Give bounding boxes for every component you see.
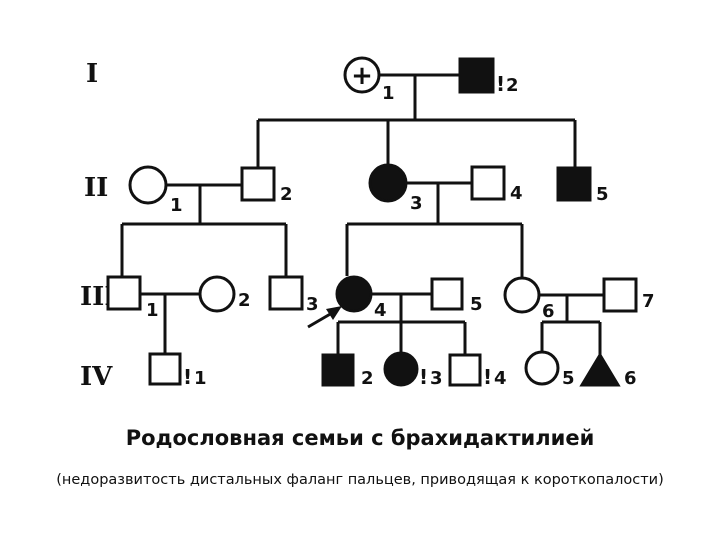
individual-number: 3 [410,193,423,214]
mark-plus: + [351,61,373,91]
individual-IV-6: 6 [579,352,637,389]
individual-II-1: 1 [128,165,183,216]
pedigree-chart: I II III IV + 1 ! 2 1 2 3 4 5 1 2 [80,56,655,392]
proband-arrow [307,306,342,329]
individual-number: 2 [280,184,293,205]
individual-number: 1 [382,83,395,104]
mark-exclamation: ! [496,72,505,96]
mark-exclamation: ! [183,365,192,389]
individual-number: 5 [562,368,575,389]
individual-II-4: 4 [470,165,523,204]
individual-III-7: 7 [602,277,655,313]
individual-II-5: 5 [556,166,609,205]
individual-number: 1 [146,300,159,321]
individual-number: 3 [306,294,319,315]
pedigree-lines [120,73,604,355]
individual-number: 2 [361,368,374,389]
mark-exclamation: ! [483,365,492,389]
individual-IV-3: ! 3 [383,351,443,389]
individual-number: 4 [494,368,507,389]
individual-I-1: + 1 [343,56,395,104]
individual-IV-5: 5 [524,350,575,389]
individual-number: 5 [596,184,609,205]
individual-number: 5 [470,294,483,315]
individual-number: 7 [642,291,655,312]
individual-III-4: 4 [335,275,387,321]
generation-label-1: I [86,59,98,89]
individual-number: 2 [238,290,251,311]
individual-number: 6 [624,368,637,389]
individual-number: 1 [170,195,183,216]
individual-I-2: ! 2 [458,57,519,96]
individual-number: 6 [542,301,555,322]
individual-III-2: 2 [198,275,251,313]
individual-number: 3 [430,368,443,389]
individual-number: 1 [194,368,207,389]
generation-label-4: IV [80,362,113,392]
individual-IV-4: ! 4 [448,353,507,389]
individual-number: 2 [506,75,519,96]
individual-III-6: 6 [503,276,555,322]
individual-IV-1: ! 1 [148,352,207,389]
generation-label-2: II [84,173,108,203]
individual-III-3: 3 [268,275,319,315]
individual-II-3: 3 [368,163,423,214]
individual-II-2: 2 [240,166,293,205]
individual-III-5: 5 [430,277,483,315]
individual-number: 4 [374,300,387,321]
caption-subtitle: (недоразвитость дистальных фаланг пальце… [56,472,664,488]
individual-IV-2: 2 [321,353,374,389]
individual-III-1: 1 [106,275,159,321]
individual-number: 4 [510,183,523,204]
mark-exclamation: ! [419,365,428,389]
caption-title: Родословная семьи с брахидактилией [125,426,595,450]
